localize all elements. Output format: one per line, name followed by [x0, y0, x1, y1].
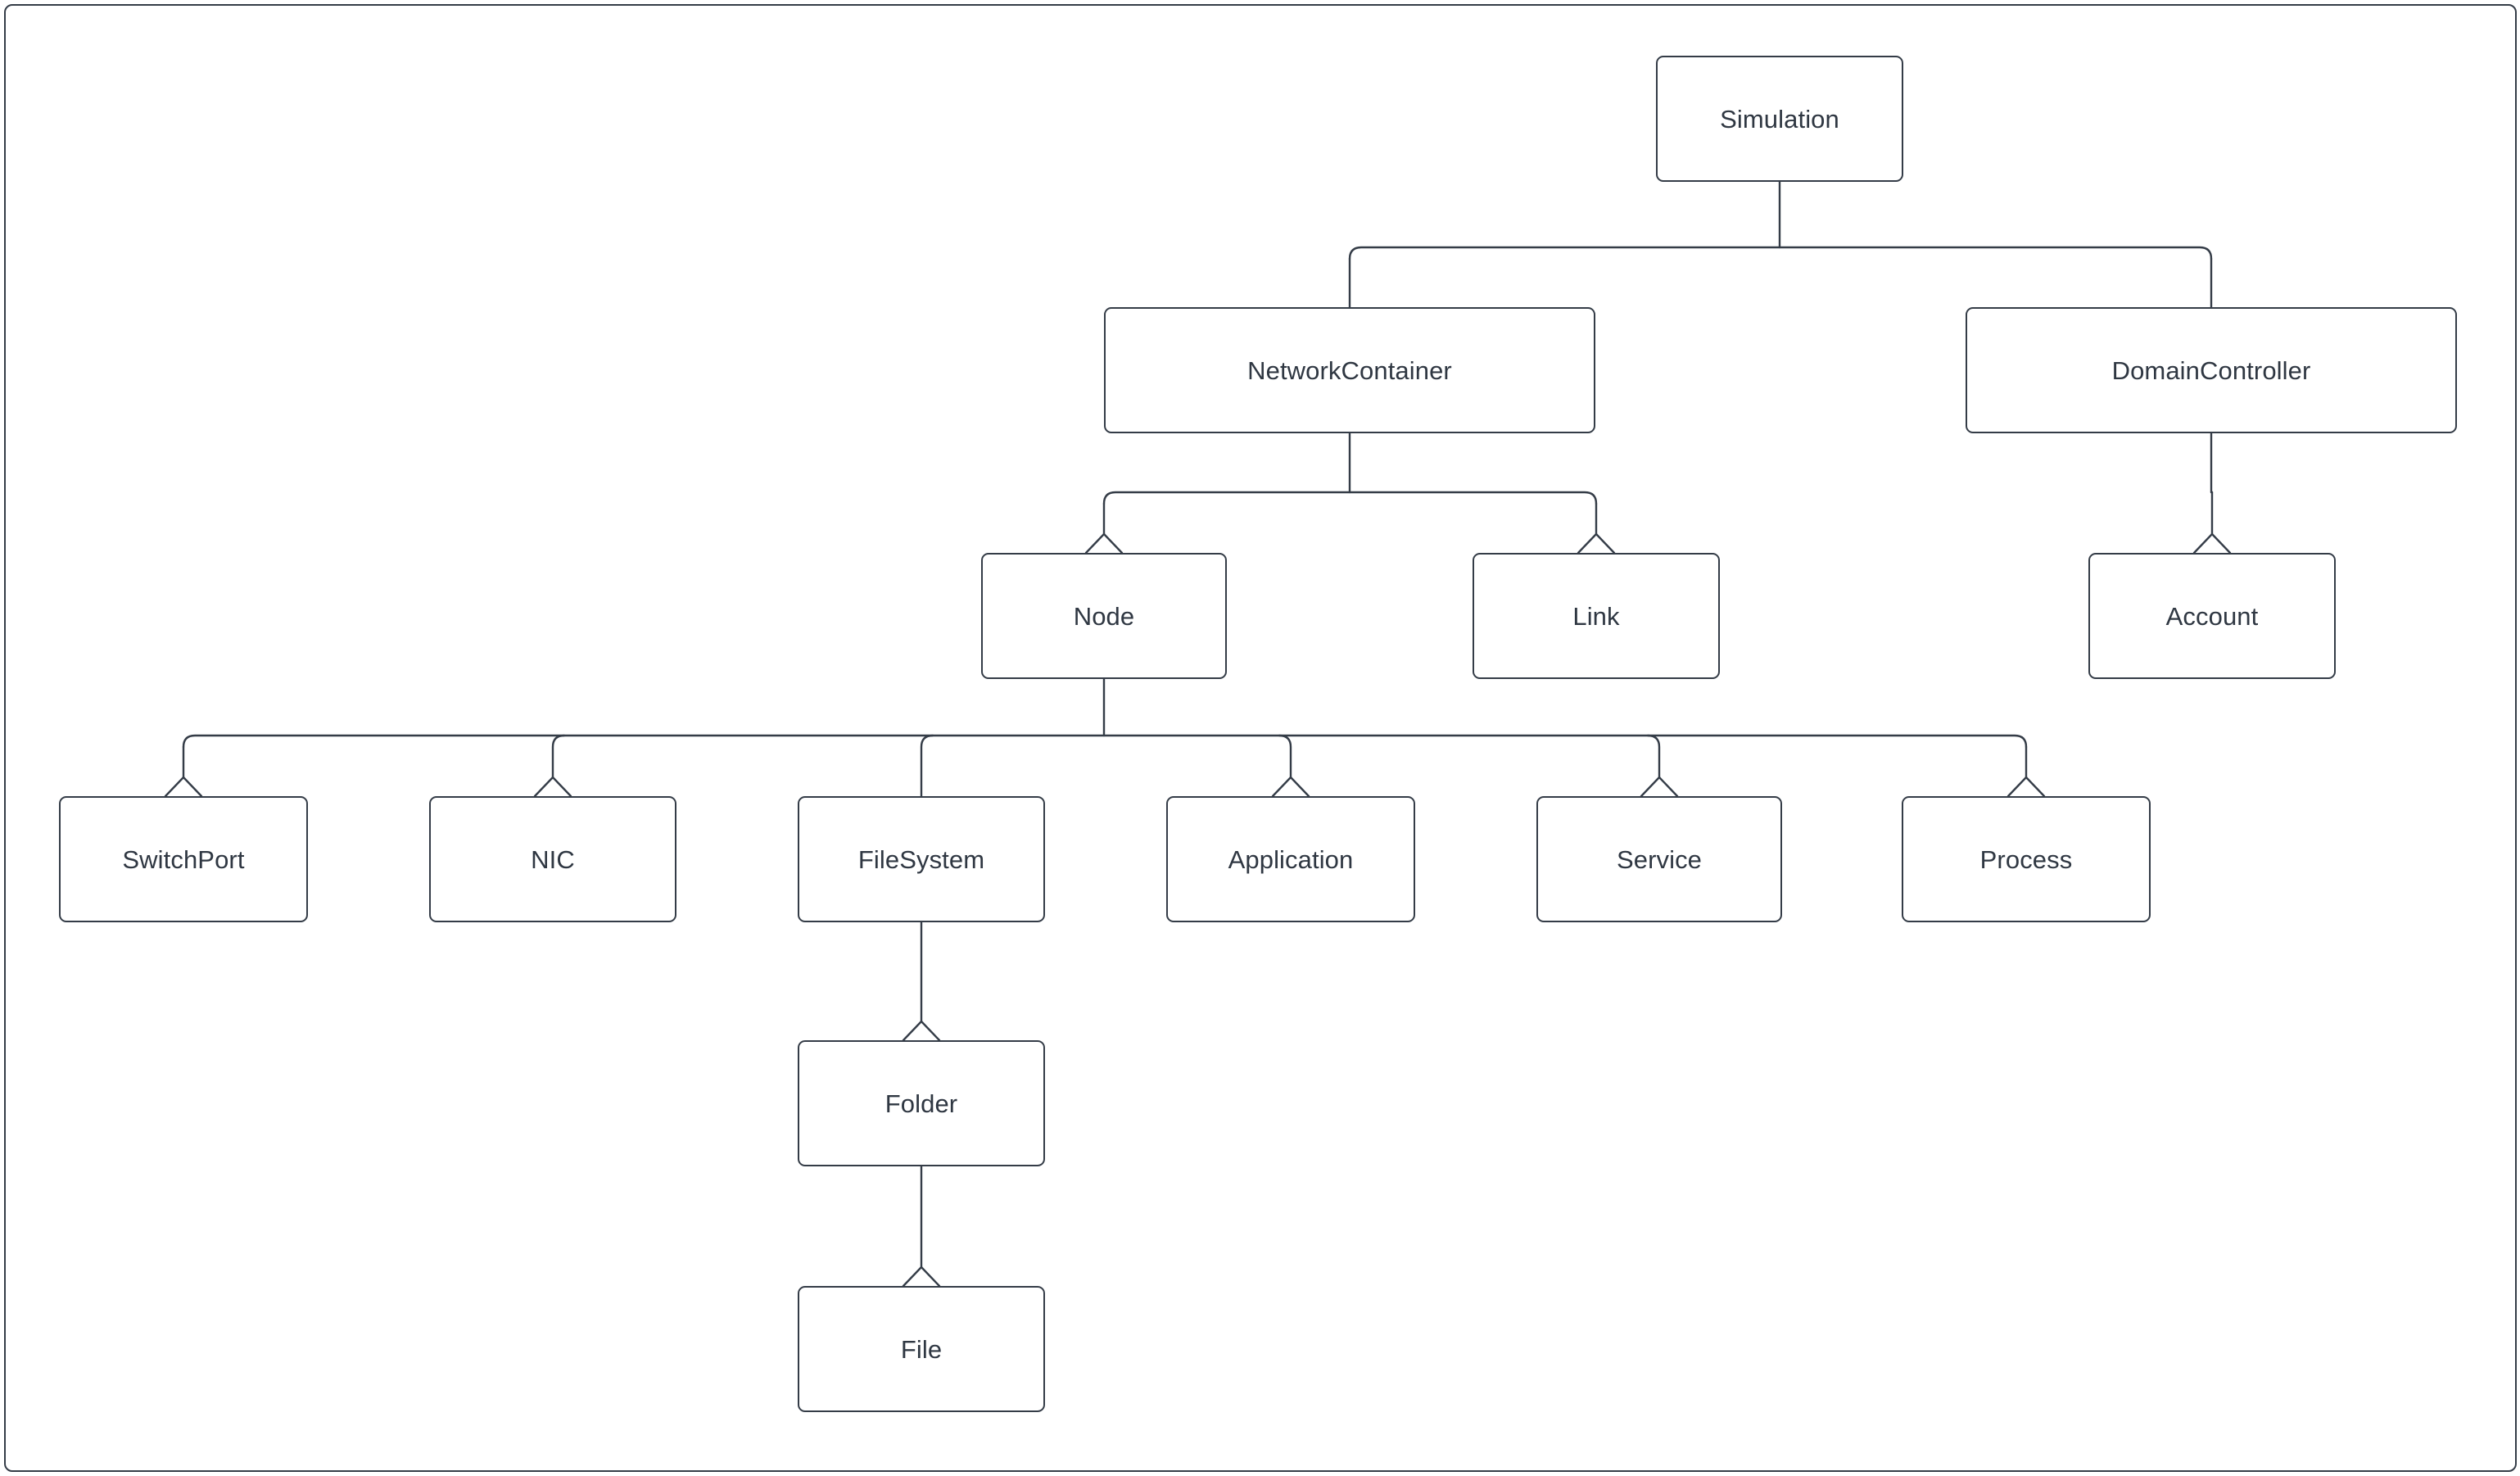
class-box-nic[interactable]: NIC [429, 796, 676, 922]
class-box-process[interactable]: Process [1902, 796, 2151, 922]
class-box-folder[interactable]: Folder [798, 1040, 1045, 1166]
class-box-label: SwitchPort [122, 847, 244, 872]
class-box-label: Folder [885, 1091, 957, 1116]
class-box-file[interactable]: File [798, 1286, 1045, 1412]
class-box-node[interactable]: Node [981, 553, 1227, 679]
class-box-label: Account [2166, 604, 2259, 629]
class-box-label: File [901, 1337, 942, 1362]
class-box-label: NetworkContainer [1247, 358, 1452, 383]
class-box-switchport[interactable]: SwitchPort [59, 796, 308, 922]
class-box-label: Service [1617, 847, 1702, 872]
diagram-frame-border [4, 4, 2517, 1472]
class-box-label: FileSystem [858, 847, 984, 872]
class-box-label: DomainController [2112, 358, 2311, 383]
class-box-domaincontroller[interactable]: DomainController [1966, 307, 2457, 433]
class-box-label: Link [1572, 604, 1619, 629]
class-box-simulation[interactable]: Simulation [1656, 56, 1903, 182]
class-box-label: NIC [531, 847, 575, 872]
class-box-application[interactable]: Application [1166, 796, 1415, 922]
class-box-label: Process [1980, 847, 2073, 872]
class-box-service[interactable]: Service [1536, 796, 1782, 922]
class-box-link[interactable]: Link [1473, 553, 1720, 679]
class-box-label: Simulation [1720, 106, 1839, 132]
class-box-account[interactable]: Account [2088, 553, 2336, 679]
class-box-label: Node [1074, 604, 1135, 629]
class-box-filesystem[interactable]: FileSystem [798, 796, 1045, 922]
class-box-networkcontainer[interactable]: NetworkContainer [1104, 307, 1595, 433]
class-box-label: Application [1228, 847, 1354, 872]
